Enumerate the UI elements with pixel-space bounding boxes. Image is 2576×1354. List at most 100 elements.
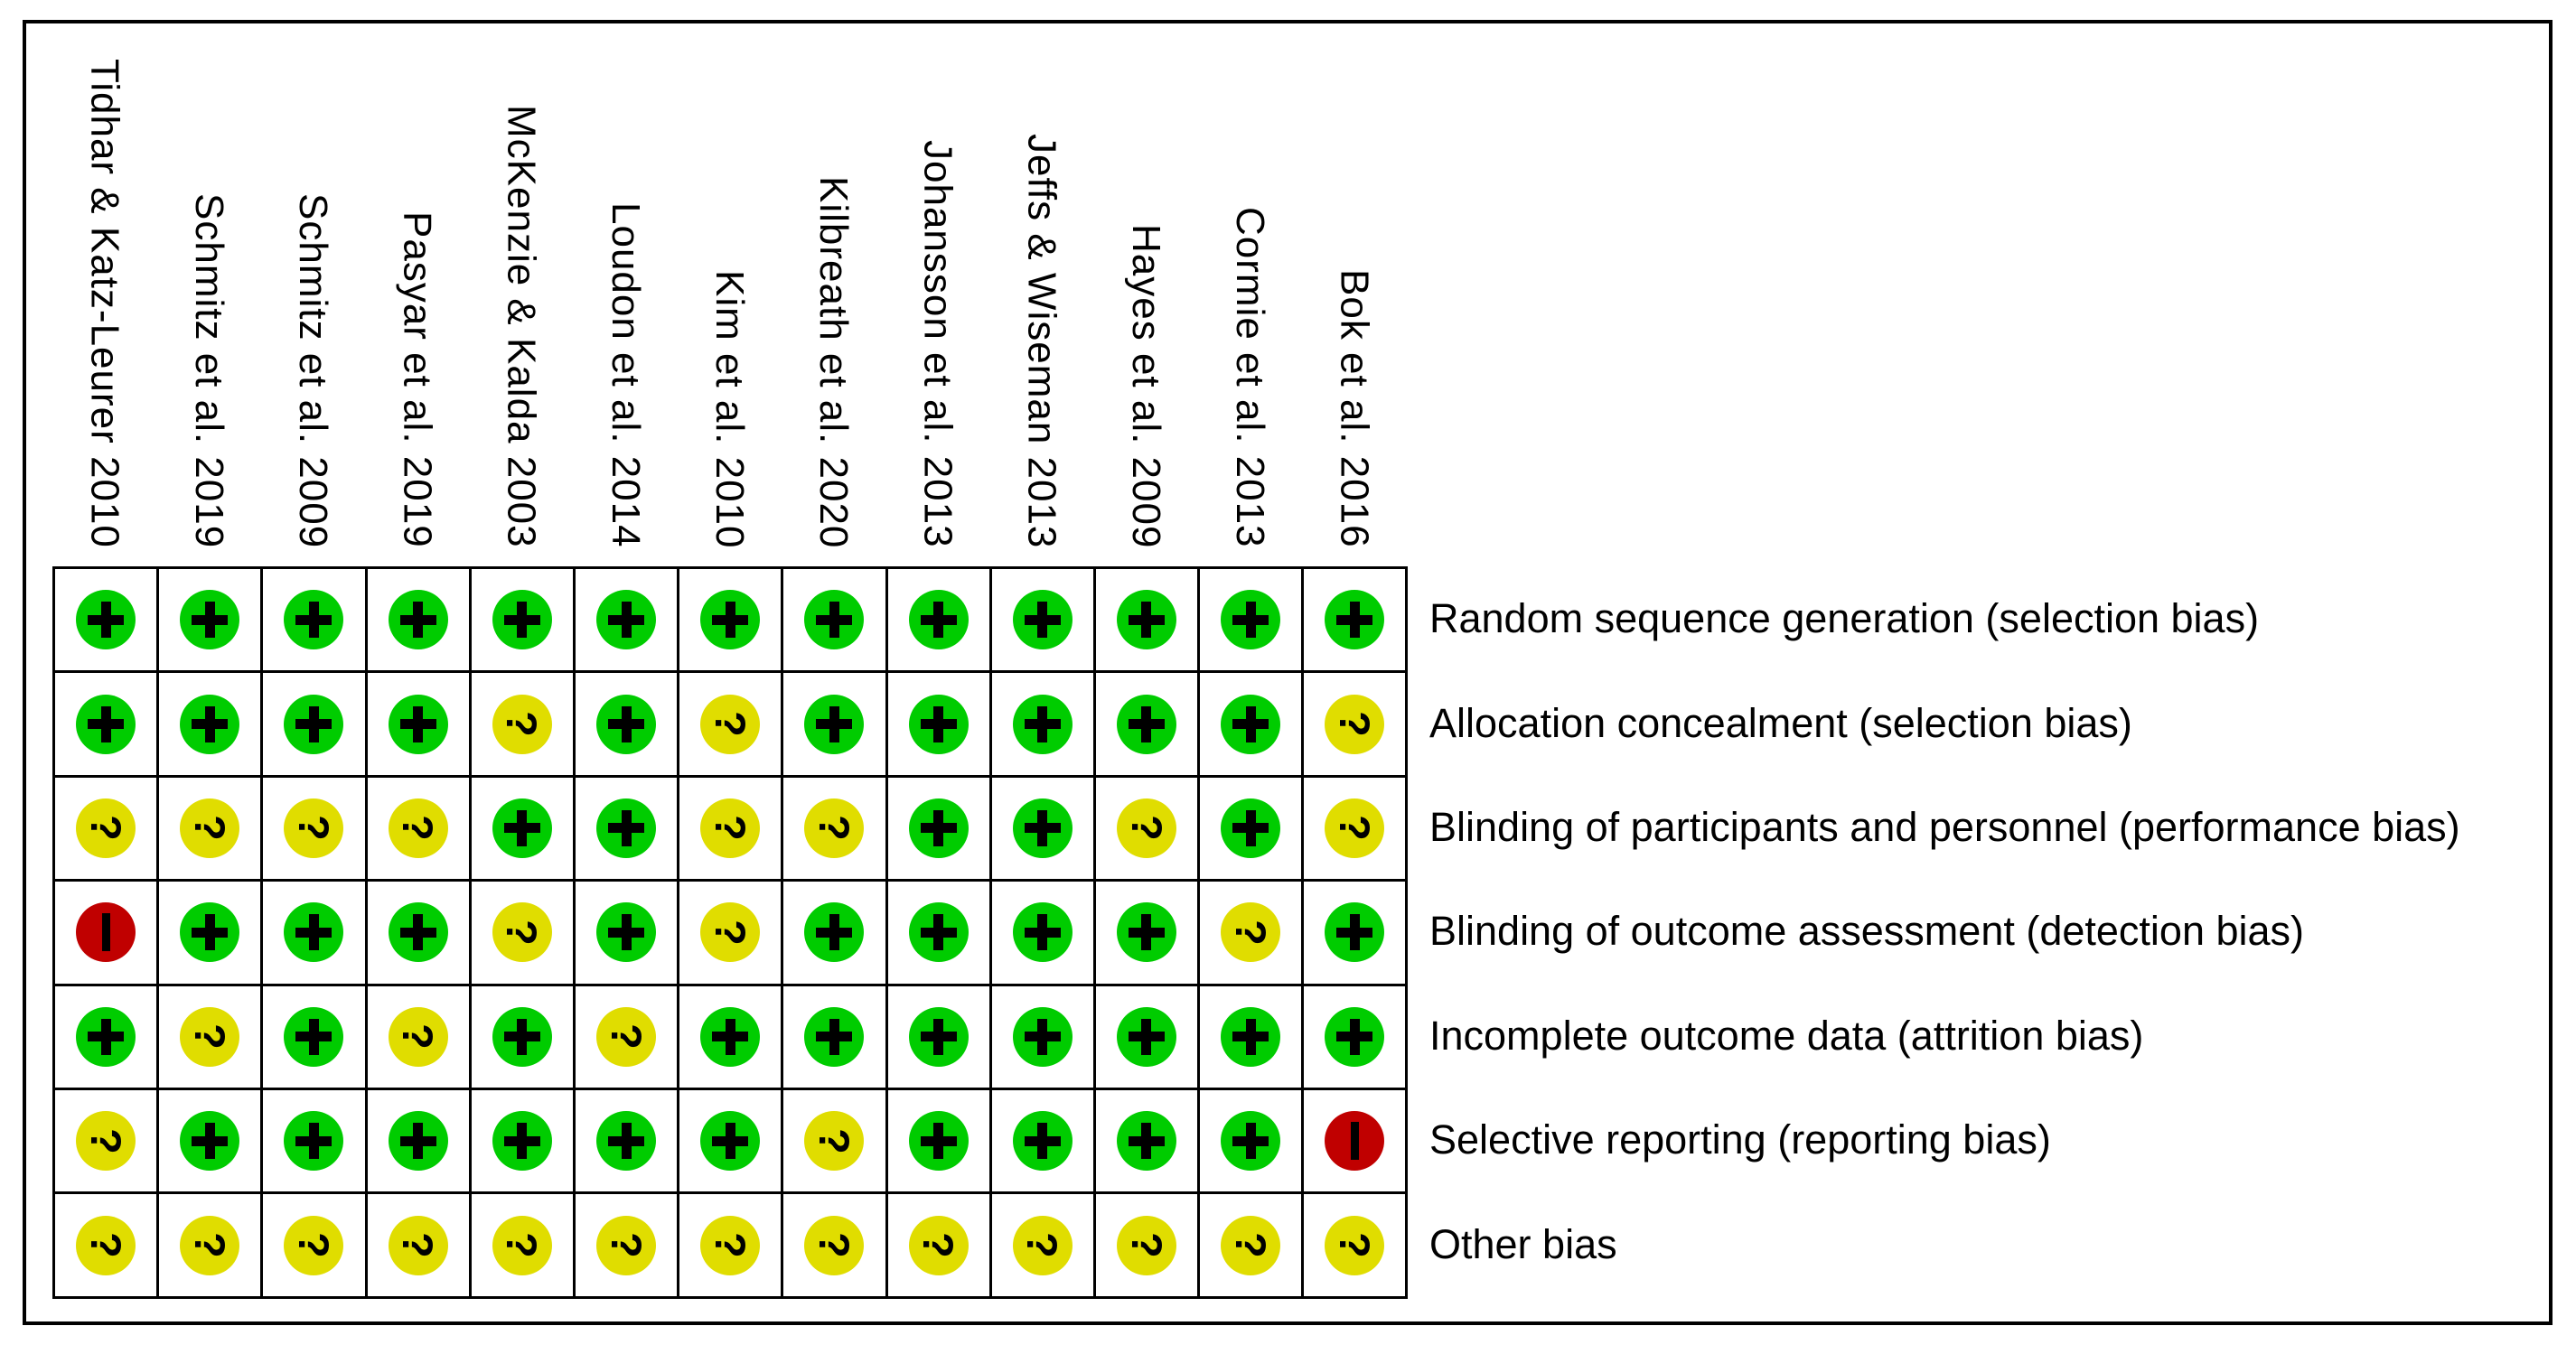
plus-glyph	[608, 809, 645, 846]
rob-cell	[55, 882, 160, 986]
minus-glyph	[1350, 1122, 1359, 1161]
question-mark-glyph: ?	[394, 815, 443, 842]
judgement-question-icon: ?	[596, 1006, 657, 1067]
judgement-plus-icon	[596, 590, 657, 650]
rob-cell	[1304, 569, 1409, 674]
rob-cell: ?	[1095, 1194, 1201, 1299]
rob-cell	[159, 569, 264, 674]
plus-glyph	[1024, 1018, 1061, 1055]
plus-glyph	[1336, 602, 1373, 639]
rob-cell	[1095, 673, 1201, 778]
rob-cell	[679, 985, 784, 1090]
question-mark-glyph: ?	[1226, 920, 1275, 946]
plus-glyph	[399, 602, 436, 639]
rob-cell: ?	[679, 1194, 784, 1299]
rob-cell: ?	[1200, 882, 1305, 986]
rob-cell	[55, 673, 160, 778]
judgement-question-icon: ?	[180, 1215, 240, 1275]
rob-cell	[887, 882, 992, 986]
plus-glyph	[920, 914, 957, 951]
plus-glyph	[1232, 1123, 1269, 1160]
rob-cell	[991, 673, 1096, 778]
judgement-plus-icon	[804, 1006, 865, 1067]
judgement-plus-icon	[1012, 694, 1073, 754]
rob-cell	[991, 569, 1096, 674]
question-mark-glyph: ?	[1330, 711, 1379, 737]
plus-glyph	[88, 705, 125, 742]
rob-cell	[367, 569, 472, 674]
domain-label: Random sequence generation (selection bi…	[1429, 595, 2260, 642]
judgement-plus-icon	[284, 694, 344, 754]
judgement-question-icon: ?	[1325, 1215, 1385, 1275]
domain-label: Selective reporting (reporting bias)	[1429, 1116, 2051, 1163]
rob-cell: ?	[471, 1194, 576, 1299]
rob-cell	[1095, 569, 1201, 674]
judgement-question-icon: ?	[804, 1215, 865, 1275]
question-mark-glyph: ?	[706, 1232, 754, 1258]
judgement-plus-icon	[908, 902, 969, 963]
judgement-plus-icon	[492, 798, 552, 858]
rob-cell	[575, 569, 680, 674]
rob-cell: ?	[55, 1089, 160, 1195]
plus-glyph	[816, 1018, 853, 1055]
rob-cell	[1304, 985, 1409, 1090]
plus-glyph	[1128, 1018, 1165, 1055]
plus-glyph	[503, 1018, 540, 1055]
rob-cell: ?	[55, 1194, 160, 1299]
plus-glyph	[712, 602, 749, 639]
plus-glyph	[295, 705, 333, 742]
rob-cell	[991, 777, 1096, 882]
plus-glyph	[712, 1123, 749, 1160]
judgement-question-icon: ?	[908, 1215, 969, 1275]
judgement-question-icon: ?	[492, 694, 552, 754]
rob-cell: ?	[367, 777, 472, 882]
rob-cell: ?	[159, 1194, 264, 1299]
question-mark-glyph: ?	[81, 1232, 130, 1258]
judgement-question-icon: ?	[1116, 1215, 1176, 1275]
rob-cell	[887, 985, 992, 1090]
plus-glyph	[608, 1123, 645, 1160]
judgement-plus-icon	[1116, 1006, 1176, 1067]
rob-cell	[367, 882, 472, 986]
plus-glyph	[920, 602, 957, 639]
rob-cell: ?	[575, 1194, 680, 1299]
judgement-question-icon: ?	[180, 1006, 240, 1067]
study-header-label: Loudon et al. 2014	[603, 202, 648, 548]
judgement-plus-icon	[180, 902, 240, 963]
plus-glyph	[295, 1018, 333, 1055]
judgement-plus-icon	[284, 590, 344, 650]
plus-glyph	[295, 1123, 333, 1160]
study-header: Hayes et al. 2009	[1093, 27, 1197, 548]
judgement-plus-icon	[492, 1006, 552, 1067]
rob-cell: ?	[1304, 777, 1409, 882]
rob-cell	[991, 985, 1096, 1090]
study-header-label: Kim et al. 2010	[707, 269, 752, 549]
judgement-plus-icon	[700, 590, 761, 650]
rob-cell	[991, 882, 1096, 986]
rob-cell	[679, 569, 784, 674]
plus-glyph	[295, 602, 333, 639]
judgement-question-icon: ?	[76, 798, 136, 858]
risk-of-bias-grid: ????????????????????????????????	[52, 566, 1409, 1299]
judgement-plus-icon	[1221, 1111, 1281, 1172]
judgement-question-icon: ?	[1325, 798, 1385, 858]
plus-glyph	[192, 602, 229, 639]
rob-cell: ?	[471, 673, 576, 778]
rob-cell: ?	[1304, 1194, 1409, 1299]
plus-glyph	[399, 705, 436, 742]
plus-glyph	[712, 1018, 749, 1055]
judgement-plus-icon	[388, 694, 448, 754]
judgement-question-icon: ?	[1221, 902, 1281, 963]
rob-cell: ?	[1304, 673, 1409, 778]
judgement-plus-icon	[180, 590, 240, 650]
judgement-minus-icon	[1325, 1111, 1385, 1172]
study-header-label: Johansson et al. 2013	[915, 140, 960, 548]
judgement-question-icon: ?	[388, 1006, 448, 1067]
question-mark-glyph: ?	[1330, 1232, 1379, 1258]
study-header: McKenzie & Kalda 2003	[469, 27, 573, 548]
judgement-question-icon: ?	[388, 798, 448, 858]
rob-cell	[159, 673, 264, 778]
study-header-label: Schmitz et al. 2019	[186, 192, 231, 548]
rob-cell	[783, 569, 888, 674]
question-mark-glyph: ?	[810, 815, 858, 842]
